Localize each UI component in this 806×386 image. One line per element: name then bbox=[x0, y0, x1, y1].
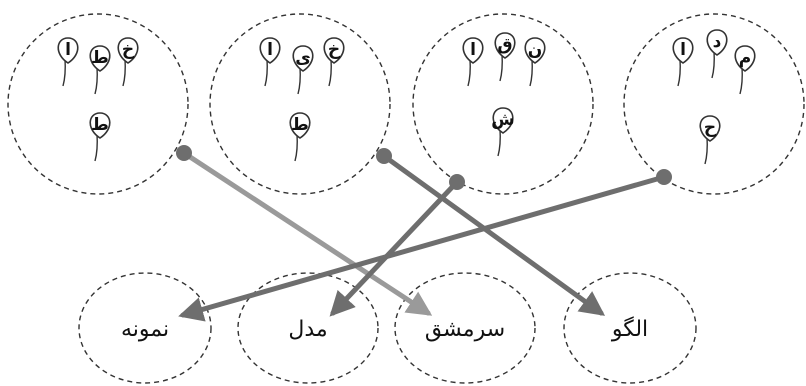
pin-stem bbox=[711, 50, 715, 79]
letter-pin-3-0: م bbox=[734, 45, 756, 95]
letter-pin-0-1: ط bbox=[89, 45, 111, 95]
pin-stem bbox=[529, 58, 533, 87]
group-circle-1 bbox=[209, 13, 391, 195]
word-circle-2 bbox=[394, 272, 536, 384]
letter-pin-0-3: ط bbox=[89, 112, 111, 162]
pin-letter: ط bbox=[91, 115, 109, 135]
pin-stem bbox=[122, 58, 126, 87]
letter-pin-3-2: ا bbox=[672, 37, 694, 87]
pin-head bbox=[292, 45, 314, 72]
pin-head bbox=[323, 37, 345, 64]
match-arrows bbox=[178, 150, 667, 322]
pin-head bbox=[734, 45, 756, 72]
words: نمونه مدل سرمشق الگو bbox=[121, 316, 648, 342]
pin-letter: ا bbox=[680, 40, 686, 60]
pin-letter: ط bbox=[291, 115, 309, 135]
arrow-start-dots bbox=[176, 145, 672, 190]
pin-head bbox=[89, 112, 111, 139]
letter-pin-2-2: ا bbox=[462, 37, 484, 87]
match-arrow-0[interactable] bbox=[181, 150, 433, 316]
letter-pin-0-2: ا bbox=[57, 37, 79, 87]
word-circle-0 bbox=[78, 272, 212, 384]
letter-pin-0-0: خ bbox=[117, 37, 139, 87]
pin-stem bbox=[739, 66, 743, 95]
pin-stem bbox=[264, 58, 268, 87]
pin-head bbox=[672, 37, 694, 64]
start-dot-1[interactable] bbox=[376, 148, 392, 164]
match-arrow-3[interactable] bbox=[178, 174, 667, 322]
pin-head bbox=[89, 45, 111, 72]
pin-head bbox=[57, 37, 79, 64]
pin-letter: ح bbox=[704, 118, 717, 138]
letter-pin-2-0: ن bbox=[524, 37, 546, 87]
word-circles bbox=[78, 272, 697, 384]
pin-stem bbox=[467, 58, 471, 87]
match-arrow-1[interactable] bbox=[381, 153, 606, 316]
pin-stem bbox=[94, 133, 98, 162]
pin-letter: ق bbox=[497, 35, 512, 55]
pin-letter: ن bbox=[528, 40, 543, 60]
pin-letter: ی bbox=[295, 48, 311, 68]
letter-pin-1-2: ا bbox=[259, 37, 281, 87]
pin-head bbox=[259, 37, 281, 64]
pin-letter: ط bbox=[91, 48, 109, 68]
pin-stem bbox=[62, 58, 66, 87]
pin-letter: د bbox=[713, 32, 722, 52]
pin-letter: ا bbox=[470, 40, 476, 60]
pin-letter: خ bbox=[328, 40, 341, 60]
pin-stem bbox=[294, 133, 298, 162]
letter-pin-3-3: ح bbox=[699, 115, 721, 165]
letter-pin-2-1: ق bbox=[494, 32, 516, 82]
pin-head bbox=[289, 112, 311, 139]
pin-stem bbox=[497, 128, 501, 157]
word-circle-3 bbox=[563, 272, 697, 384]
letter-pin-1-0: خ bbox=[323, 37, 345, 87]
pin-letter: خ bbox=[122, 40, 135, 60]
pin-stem bbox=[677, 58, 681, 87]
pin-letter: ا bbox=[267, 40, 273, 60]
word-1[interactable]: مدل bbox=[288, 317, 327, 342]
pin-head bbox=[706, 29, 728, 56]
pin-head bbox=[494, 32, 516, 59]
start-dot-0[interactable] bbox=[176, 145, 192, 161]
start-dot-2[interactable] bbox=[449, 174, 465, 190]
word-3[interactable]: الگو bbox=[611, 316, 648, 342]
word-0[interactable]: نمونه bbox=[121, 317, 169, 342]
match-arrow-2[interactable] bbox=[329, 179, 460, 317]
group-circle-3 bbox=[623, 13, 805, 195]
group-circle-2 bbox=[412, 13, 594, 195]
word-2[interactable]: سرمشق bbox=[425, 317, 505, 342]
pin-stem bbox=[499, 53, 503, 82]
pin-stem bbox=[94, 66, 98, 95]
letter-pin-2-3: ش bbox=[491, 107, 515, 157]
pin-stem bbox=[297, 66, 301, 95]
pin-letter: م bbox=[739, 48, 751, 68]
pin-letter: ش bbox=[491, 110, 514, 130]
pin-head bbox=[492, 107, 514, 134]
pin-head bbox=[462, 37, 484, 64]
pin-head bbox=[524, 37, 546, 64]
pin-letter: ا bbox=[65, 40, 71, 60]
word-circle-1 bbox=[237, 272, 379, 384]
group-circle-0 bbox=[7, 13, 189, 195]
letter-pin-1-1: ی bbox=[292, 45, 314, 95]
letter-pin-1-3: ط bbox=[289, 112, 311, 162]
pin-head bbox=[699, 115, 721, 142]
pin-stem bbox=[704, 136, 708, 165]
letter-pin-3-1: د bbox=[706, 29, 728, 79]
pin-stem bbox=[328, 58, 332, 87]
pin-head bbox=[117, 37, 139, 64]
start-dot-3[interactable] bbox=[656, 169, 672, 185]
group-circles bbox=[7, 13, 805, 195]
